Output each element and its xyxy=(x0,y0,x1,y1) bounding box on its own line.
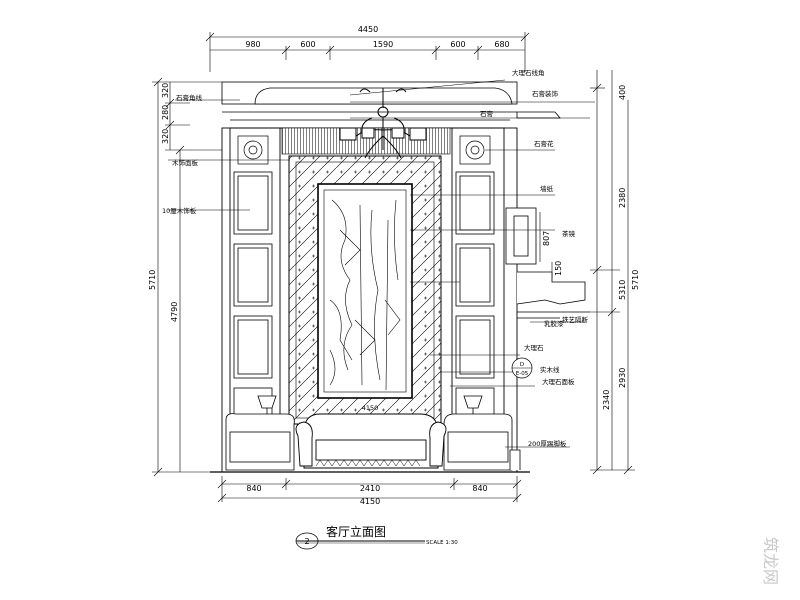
label-plaster-decor: 石膏装饰 xyxy=(532,89,559,98)
top-dim-3: 1590 xyxy=(373,40,393,49)
top-dimension-lines xyxy=(205,32,530,72)
label-tea-mirror: 茶镜 xyxy=(562,229,576,238)
sofa xyxy=(295,413,447,469)
label-latex-paint: 乳胶漆 xyxy=(544,319,564,328)
right-dim-upper: 2380 xyxy=(618,188,627,208)
right-dim-lower-b: 2340 xyxy=(602,390,611,410)
drawing-title: 客厅立面图 xyxy=(326,524,386,539)
left-armchair xyxy=(225,413,295,471)
drawing-scale: SCALE 1:30 xyxy=(426,540,458,546)
left-rosette xyxy=(237,135,269,165)
bottom-dim-1: 840 xyxy=(246,484,261,493)
left-column-panels xyxy=(233,171,273,417)
right-dim-total-b: 5710 xyxy=(631,270,640,290)
right-dim-small: 150 xyxy=(554,261,563,276)
left-lower-dim: 4790 xyxy=(170,302,179,322)
detail-callout: D E-05 xyxy=(511,357,533,379)
central-painting xyxy=(317,183,413,399)
right-dim-lower-a: 2930 xyxy=(618,368,627,388)
watermark: 筑龙网 xyxy=(761,537,780,585)
label-solid-wood-trim: 实木线 xyxy=(540,365,560,374)
bottom-dimension-lines xyxy=(217,476,522,503)
label-marble: 大理石 xyxy=(524,343,544,352)
label-10mm-wood-board: 10厘木饰板 xyxy=(162,206,197,215)
leader-lines xyxy=(168,79,595,448)
label-plaster-cornice: 石膏角线 xyxy=(176,93,203,102)
ceiling-cornice xyxy=(221,81,518,129)
left-dim-1: 320 xyxy=(161,83,170,98)
right-dimension-lines xyxy=(539,70,635,475)
top-overall-dim: 4450 xyxy=(358,25,378,34)
chandelier xyxy=(339,88,427,159)
left-dim-3: 320 xyxy=(161,129,170,144)
left-overall-dim: 5710 xyxy=(148,270,157,290)
side-section xyxy=(505,111,590,470)
label-wallpaper: 墙纸 xyxy=(540,184,554,193)
top-dim-2: 600 xyxy=(300,40,315,49)
left-dimension-lines xyxy=(152,77,222,477)
right-dim-top: 400 xyxy=(618,85,627,100)
label-marble-panel: 大理石面板 xyxy=(542,377,575,386)
right-armchair xyxy=(443,413,513,471)
right-column-panels xyxy=(455,171,495,417)
right-dim-mid: 807 xyxy=(542,231,551,246)
label-skirting: 200厚踢脚板 xyxy=(528,439,567,448)
bottom-dim-2: 2410 xyxy=(360,484,380,493)
top-dim-5: 680 xyxy=(494,40,509,49)
top-dim-4: 600 xyxy=(450,40,465,49)
sofa-dim-label: 4150 xyxy=(362,404,379,412)
label-plaster-flower: 石膏花 xyxy=(534,139,554,148)
title-block: 2 客厅立面图 SCALE 1:30 xyxy=(295,524,458,550)
label-iron-partition: 铁艺隔断 xyxy=(562,315,589,324)
top-dim-1: 980 xyxy=(245,40,260,49)
callout-bottom: E-05 xyxy=(516,371,529,377)
label-plaster: 石膏 xyxy=(480,109,494,118)
bottom-dim-3: 840 xyxy=(472,484,487,493)
bottom-overall-dim: 4150 xyxy=(360,497,380,506)
label-wood-panel: 木饰面板 xyxy=(172,158,199,167)
label-marble-molding: 大理石线角 xyxy=(512,68,545,77)
callout-top: D xyxy=(520,362,524,368)
right-dim-total-a: 5310 xyxy=(618,280,627,300)
left-dim-2: 280 xyxy=(161,105,170,120)
